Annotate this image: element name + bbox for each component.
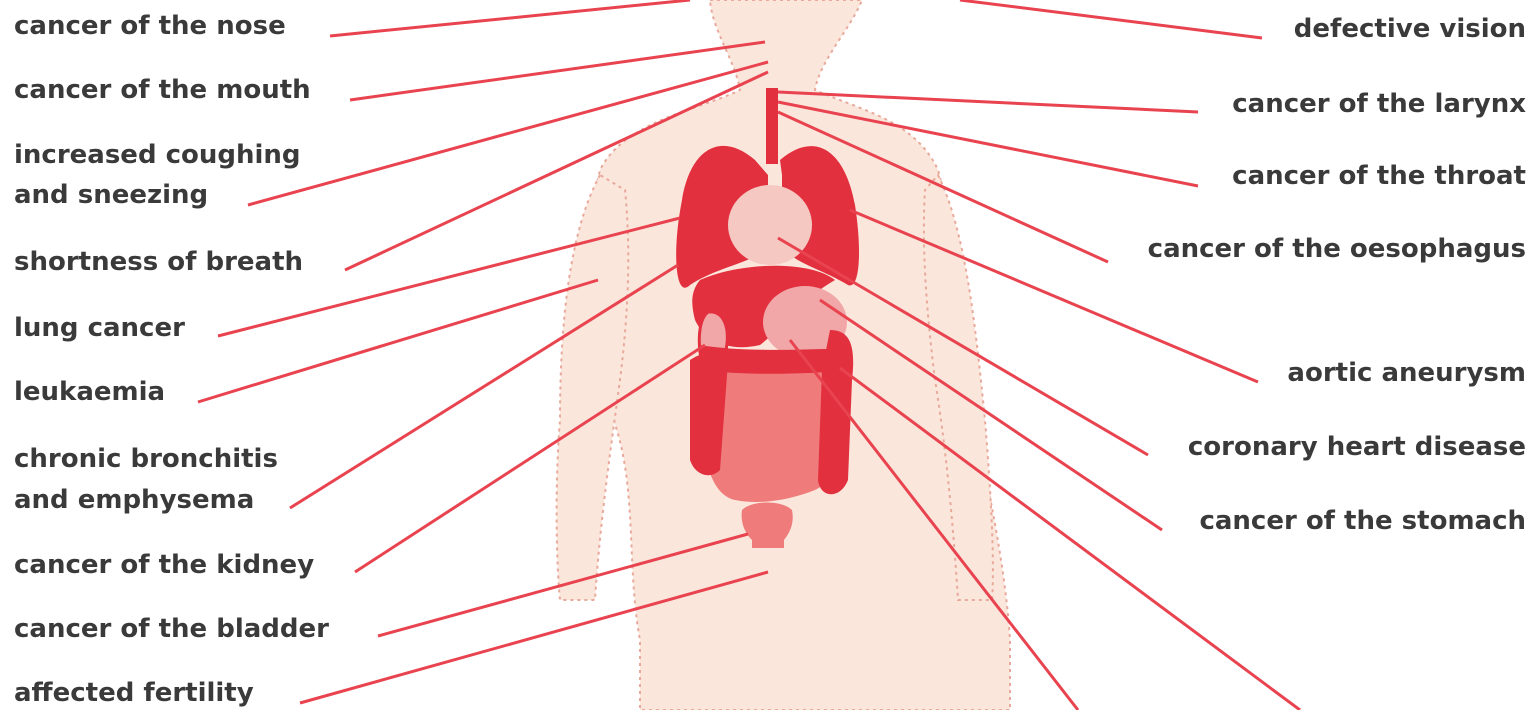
label-cancer-of-the-throat: cancer of the throat bbox=[1232, 157, 1526, 195]
left-arm bbox=[557, 175, 629, 600]
label-coronary-heart-disease: coronary heart disease bbox=[1188, 428, 1526, 466]
label-aortic-aneurysm: aortic aneurysm bbox=[1287, 354, 1526, 392]
label-cancer-of-the-larynx: cancer of the larynx bbox=[1232, 85, 1526, 123]
label-cancer-of-the-stomach: cancer of the stomach bbox=[1199, 502, 1526, 540]
label-cancer-of-the-oesophagus: cancer of the oesophagus bbox=[1148, 230, 1526, 268]
label-chronic-bronchitis: chronic bronchitis bbox=[14, 440, 278, 478]
leader-nose bbox=[330, 0, 690, 36]
label-leukaemia: leukaemia bbox=[14, 373, 165, 411]
label-cancer-of-the-nose: cancer of the nose bbox=[14, 7, 286, 45]
label-affected-fertility: affected fertility bbox=[14, 674, 254, 712]
label-defective-vision: defective vision bbox=[1294, 10, 1526, 48]
label-and-emphysema: and emphysema bbox=[14, 481, 254, 519]
leader-mouth bbox=[350, 42, 765, 100]
leader-leukaemia bbox=[198, 280, 598, 402]
trachea bbox=[766, 88, 778, 164]
label-cancer-of-the-kidney: cancer of the kidney bbox=[14, 546, 314, 584]
label-and-sneezing: and sneezing bbox=[14, 176, 208, 214]
label-cancer-of-the-bladder: cancer of the bladder bbox=[14, 610, 329, 648]
label-shortness-of-breath: shortness of breath bbox=[14, 243, 303, 281]
label-lung-cancer: lung cancer bbox=[14, 309, 185, 347]
label-cancer-of-the-mouth: cancer of the mouth bbox=[14, 71, 311, 109]
leader-vision bbox=[960, 0, 1262, 38]
heart bbox=[728, 185, 812, 265]
label-increased-coughing: increased coughing bbox=[14, 136, 301, 174]
